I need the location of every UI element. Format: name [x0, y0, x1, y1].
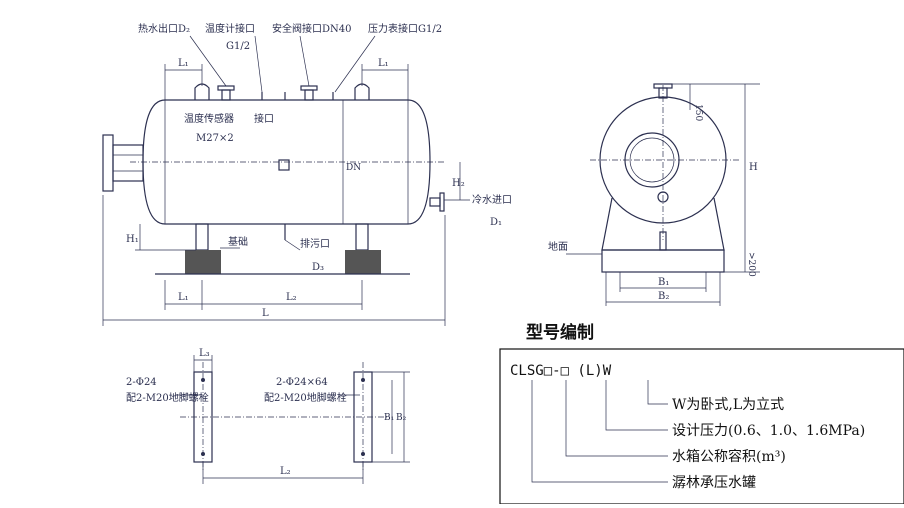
label-right-hole: 2-Φ24×64 — [276, 377, 328, 388]
label-base: 基础 — [228, 235, 248, 248]
top-nozzles — [217, 85, 334, 101]
label-plan-l2: L₂ — [280, 466, 291, 477]
label-drain-size: D₃ — [312, 262, 324, 273]
model-code-title: 型号编制 — [526, 322, 594, 343]
model-code-item-3: 水箱公称容积(m³) — [672, 448, 786, 465]
label-safety-valve-port: 安全阀接口DN40 — [272, 22, 352, 35]
label-left-hole: 2-Φ24 — [126, 377, 157, 388]
model-code-item-4: 潺林承压水罐 — [672, 475, 756, 491]
label-ground: 地面 — [548, 240, 568, 253]
manhole-cover — [624, 132, 680, 188]
label-end-b1: B₁ — [658, 277, 669, 288]
label-thermometer-size: G1/2 — [226, 41, 250, 52]
label-dim-200: >200 — [746, 252, 756, 277]
label-dim-150: 150 — [693, 104, 703, 121]
label-port-word: 接口 — [254, 112, 274, 125]
model-code-string: CLSG□-□ (L)W — [510, 363, 612, 379]
label-h1: H₁ — [126, 234, 139, 245]
label-temp-sensor-size: M27×2 — [196, 133, 234, 144]
lifting-lug-right — [354, 83, 370, 100]
label-l1-bottom: L₁ — [178, 292, 189, 303]
manhole-flange — [102, 134, 144, 192]
label-l2: L₂ — [286, 292, 297, 303]
label-l-total: L — [262, 308, 269, 319]
label-end-b2: B₂ — [658, 291, 669, 302]
model-code-section: 型号编制 CLSG□-□ (L)W W为卧式,L为立式 设计压力(0.6、1.0… — [499, 322, 904, 505]
support-right — [355, 223, 369, 251]
sensor-port — [278, 159, 290, 171]
label-cold-water-size: D₁ — [490, 217, 502, 228]
label-plan-l3: L₃ — [199, 348, 210, 359]
label-right-bolt: 配2-M20地脚螺栓 — [264, 391, 347, 404]
foundation-plan: 2-Φ24 配2-M20地脚螺栓 2-Φ24×64 配2-M20地脚螺栓 L₃ … — [126, 348, 410, 484]
model-code-item-2: 设计压力(0.6、1.0、1.6MPa) — [672, 423, 865, 439]
label-hot-water-outlet: 热水出口D₂ — [138, 22, 190, 35]
label-drain: 排污口 — [300, 237, 330, 250]
end-foundation — [601, 249, 725, 273]
label-thermometer-port: 温度计接口 — [205, 22, 255, 35]
label-cold-water-inlet: 冷水进口 — [472, 193, 512, 206]
label-left-bolt: 配2-M20地脚螺栓 — [126, 391, 209, 404]
cold-inlet-nozzle — [429, 192, 445, 212]
foundation-right — [345, 250, 381, 274]
label-temp-sensor-port: 温度传感器 — [184, 112, 234, 125]
label-pressure-gauge-port: 压力表接口G1/2 — [368, 22, 442, 35]
label-plan-b2: B₂ — [396, 413, 407, 423]
support-left — [195, 223, 209, 251]
label-h2: H₂ — [452, 178, 465, 189]
lifting-lug-left — [194, 83, 210, 100]
label-dim-h: H — [749, 162, 758, 173]
label-plan-b1: B₁ — [384, 413, 394, 423]
foundation-left — [185, 250, 221, 274]
end-view: 地面 150 H >200 B₁ B₂ — [548, 83, 760, 306]
label-l1-left: L₁ — [178, 58, 189, 69]
label-l1-right: L₁ — [378, 58, 389, 69]
label-dn: DN — [346, 163, 361, 173]
side-view: 热水出口D₂ 温度计接口 G1/2 安全阀接口DN40 压力表接口G1/2 温度… — [102, 22, 512, 326]
model-code-item-1: W为卧式,L为立式 — [672, 397, 784, 413]
